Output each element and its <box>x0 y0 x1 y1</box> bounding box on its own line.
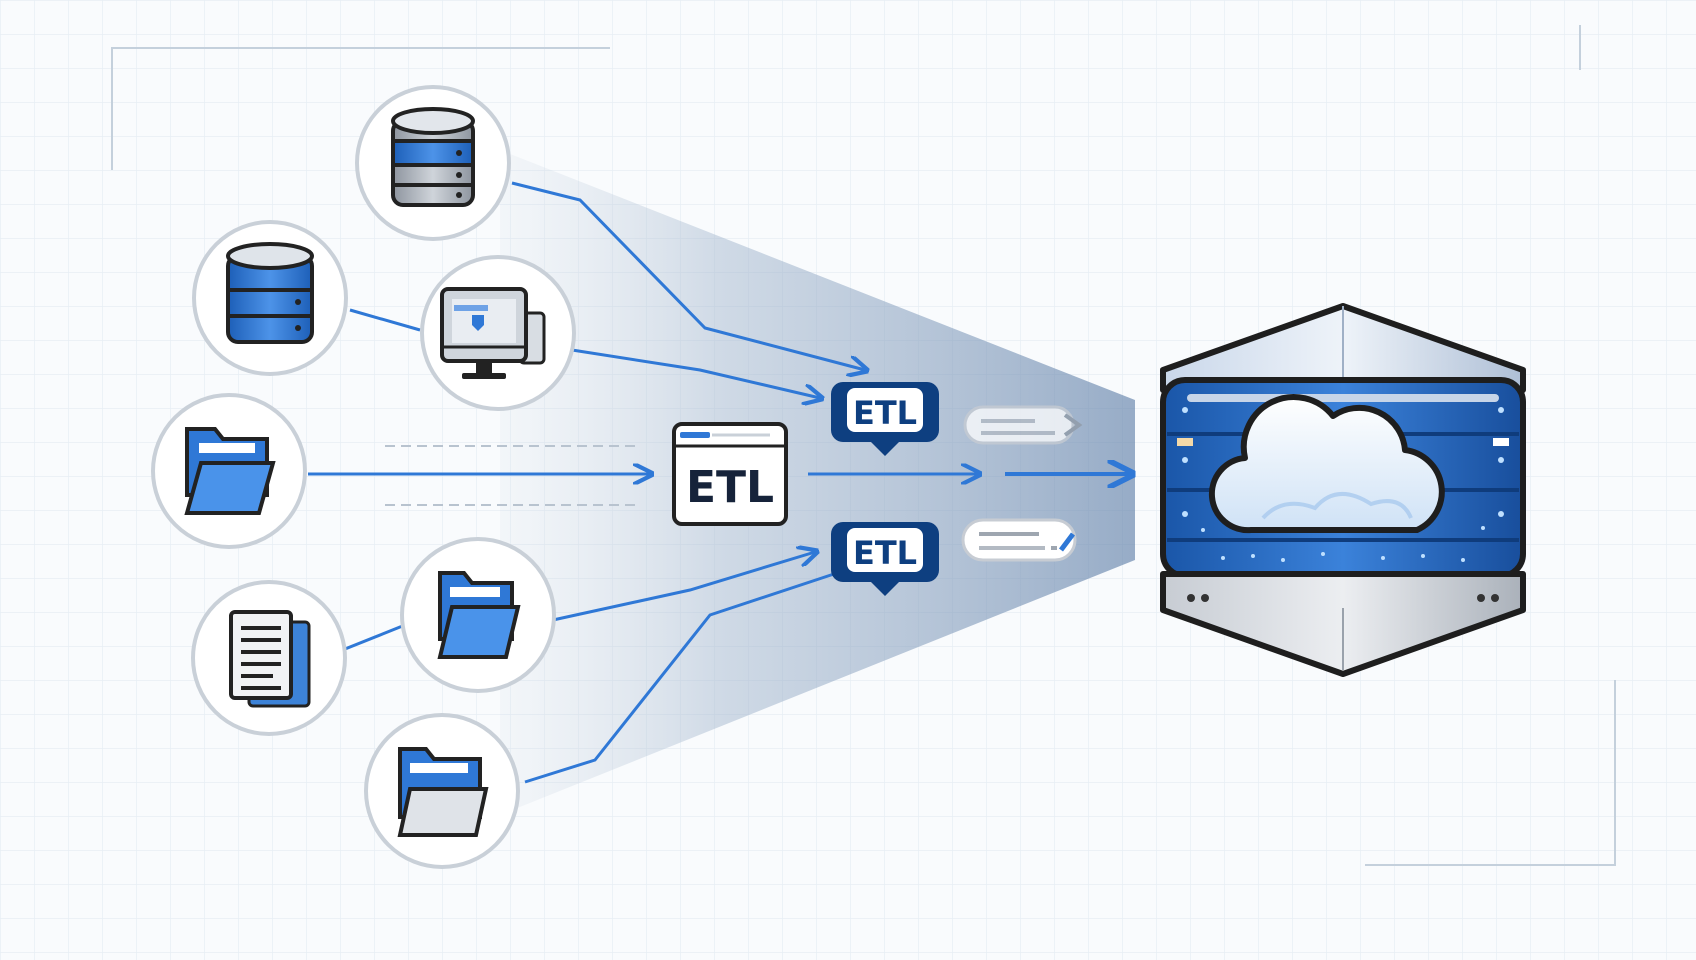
source-folder-middle <box>400 537 556 693</box>
etl-main-node: ETL <box>672 422 788 526</box>
etl-main-label: ETL <box>686 462 774 513</box>
folder-icon <box>184 427 276 515</box>
database-icon <box>391 107 475 207</box>
folder-icon <box>437 571 521 659</box>
dashed-lines <box>385 445 640 506</box>
source-database-top <box>355 85 511 241</box>
data-chip-bottom <box>961 518 1077 562</box>
cloud-database-icon <box>1160 303 1526 677</box>
document-icon <box>229 610 311 708</box>
destination-cloud-database <box>1160 303 1526 677</box>
etl-bottom-label: ETL <box>853 534 917 572</box>
connector-folder-bottom <box>524 570 841 784</box>
connector-db-left <box>349 308 421 332</box>
cloud-icon <box>1208 394 1445 534</box>
folder-icon <box>397 747 489 837</box>
etl-top-node: ETL <box>831 382 939 456</box>
etl-top-label: ETL <box>853 394 917 432</box>
source-monitor <box>420 255 576 411</box>
connector-folder-mid <box>552 552 815 622</box>
etl-funnel-beam <box>500 150 1135 815</box>
database-icon <box>226 242 314 344</box>
connector-monitor <box>571 348 820 398</box>
connector-lines <box>308 181 1130 784</box>
source-folder-bottom <box>364 713 520 869</box>
source-database-left <box>192 220 348 376</box>
data-chip-top <box>963 405 1083 445</box>
source-folder-left <box>151 393 307 549</box>
corner-brackets <box>111 25 1616 866</box>
connector-db-top <box>511 181 865 370</box>
monitor-icon <box>440 287 546 379</box>
etl-bottom-node: ETL <box>831 522 939 596</box>
source-document <box>191 580 347 736</box>
